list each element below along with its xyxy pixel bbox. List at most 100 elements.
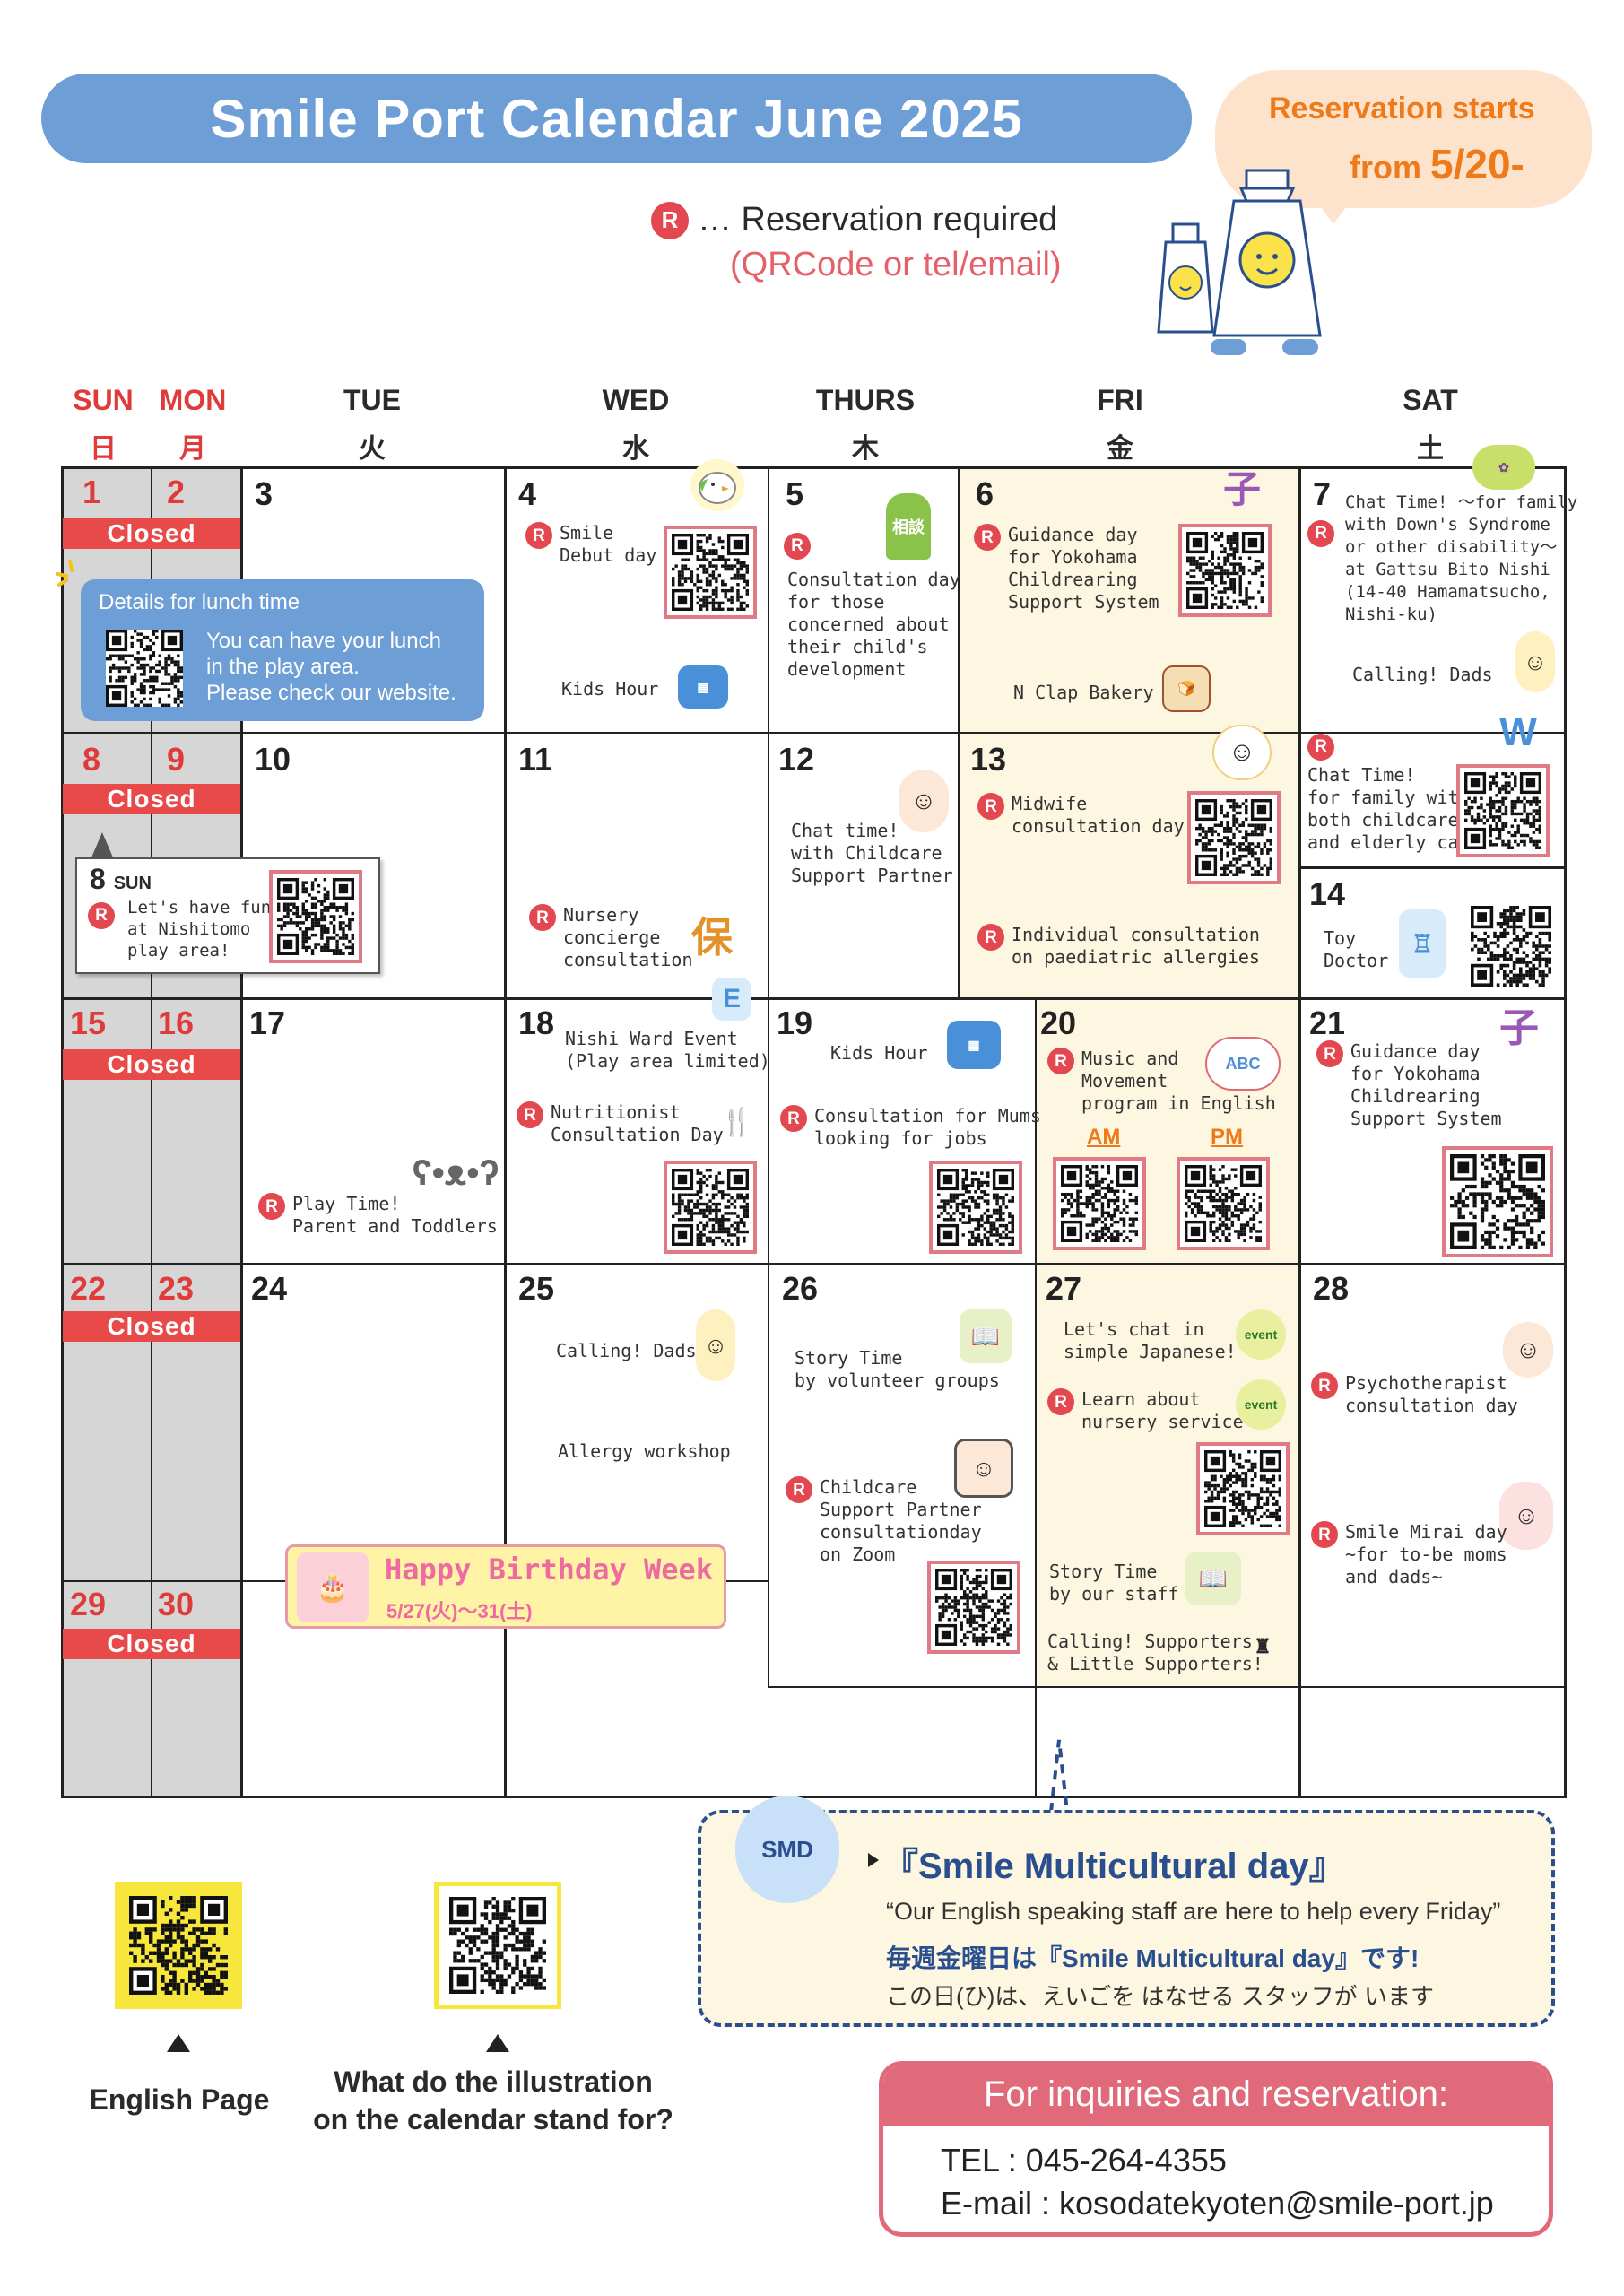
ko-support-icon: 子 <box>1499 1006 1539 1050</box>
grid-bottom <box>63 1796 1566 1798</box>
qr-27-nursery[interactable] <box>1196 1442 1290 1535</box>
date-6: 6 <box>976 475 994 512</box>
event-7-chat-childcare: Chat Time! for family with both childcar… <box>1307 764 1481 853</box>
inquiry-header: For inquiries and reservation: <box>883 2066 1549 2126</box>
birthday-title: Happy Birthday Week <box>385 1552 714 1587</box>
date-17: 17 <box>249 1004 286 1041</box>
date-19: 19 <box>777 1004 813 1041</box>
lunch-title: Details for lunch time <box>99 590 300 614</box>
grid-v-wed <box>768 466 769 1688</box>
reservation-start-line2: from 5/20- <box>1350 141 1524 187</box>
abc-bubble-icon: ABC <box>1205 1037 1281 1091</box>
date-29: 29 <box>70 1586 107 1622</box>
qr-code-icon <box>1450 1154 1545 1249</box>
reservation-mark-icon: R <box>974 524 1001 551</box>
date-7: 7 <box>1313 475 1332 512</box>
qr-code-icon <box>1471 906 1551 987</box>
grid-h-w2 <box>63 997 1566 1000</box>
smd-jp-line: この日(ひ)は、えいごを はなせる スタッフが います <box>886 1983 1434 2010</box>
sun8-date: 8 SUN <box>90 863 152 895</box>
dad-icon: ☺ <box>696 1309 735 1381</box>
sunday-8-box: 8 SUN R Let's have fun at Nishitomo play… <box>75 857 380 974</box>
event-27-japanese: Let's chat in simple Japanese! <box>1064 1318 1237 1362</box>
sparkle-icon <box>56 560 74 587</box>
date-27: 27 <box>1046 1270 1082 1307</box>
event-27-supporters: Calling! Supporters & Little Supporters! <box>1047 1631 1264 1674</box>
smd-title: 『Smile Multicultural day』 <box>882 1847 1345 1886</box>
qr-14-toy-doctor[interactable] <box>1471 906 1551 987</box>
reservation-mark-icon: R <box>1311 1372 1338 1399</box>
qr-code-icon <box>129 1896 228 1995</box>
qr-26-zoom[interactable] <box>927 1561 1020 1654</box>
inquiry-tel[interactable]: TEL : 045-264-4355 <box>941 2142 1227 2179</box>
grid-h-w3 <box>63 1263 1566 1265</box>
reservation-mark-icon: R <box>1307 520 1334 547</box>
english-page-label[interactable]: English Page <box>89 2083 270 2116</box>
reservation-mark-icon: R <box>1311 1521 1338 1548</box>
page-title: Smile Port Calendar June 2025 <box>41 74 1192 163</box>
smd-jp-bold: 毎週金曜日は『Smile Multicultural day』です! <box>886 1944 1420 1972</box>
qr-20-am[interactable] <box>1053 1157 1146 1250</box>
cake-icon: 🎂 <box>297 1552 369 1622</box>
qr-code-icon <box>449 1897 546 1994</box>
reservation-mark-icon: R <box>1047 1048 1074 1074</box>
grid-h-w4-end <box>768 1686 1566 1688</box>
qr-19-mums-jobs[interactable] <box>929 1161 1022 1254</box>
event-14-toy-doctor: Toy Doctor <box>1324 927 1389 971</box>
baby-icon: ☺ <box>1212 725 1272 780</box>
qr-english-page[interactable] <box>115 1882 242 2009</box>
lunch-qr[interactable] <box>106 630 183 707</box>
qr-code-icon <box>935 1569 1012 1646</box>
qr-13-midwife[interactable] <box>1187 791 1281 884</box>
qr-20-pm[interactable] <box>1177 1157 1270 1250</box>
reservation-mark-icon: R <box>651 201 689 239</box>
qr-code-icon <box>277 878 354 955</box>
qr-6-guidance[interactable] <box>1178 524 1272 617</box>
date-3: 3 <box>255 475 274 512</box>
closed-badge-w2: Closed <box>63 784 240 814</box>
date-23: 23 <box>158 1270 195 1307</box>
qr-18-nutritionist[interactable] <box>664 1161 757 1254</box>
qr-code-icon <box>106 630 183 707</box>
event-7-dads: Calling! Dads <box>1352 664 1493 685</box>
sun8-tail <box>91 832 113 857</box>
w-letter-icon: W <box>1499 710 1537 754</box>
event-18-nishi-ward: Nishi Ward Event (Play area limited) <box>565 1028 770 1072</box>
qr-21-guidance[interactable] <box>1442 1146 1553 1257</box>
zoom-partner-icon: ☺ <box>954 1439 1013 1498</box>
event-19-kids-hour: Kids Hour <box>830 1042 928 1064</box>
event-25-allergy: Allergy workshop <box>558 1440 731 1462</box>
illustration-guide-label[interactable]: What do the illustration on the calendar… <box>313 2066 673 2135</box>
event-5-development: Consultation day for those concerned abo… <box>787 569 960 680</box>
inquiry-email[interactable]: E-mail : kosodatekyoten@smile-port.jp <box>941 2185 1494 2222</box>
qr-8-nishitomo[interactable] <box>269 870 362 963</box>
partner-woman-icon: ☺ <box>899 770 949 832</box>
date-4: 4 <box>518 475 537 512</box>
triangle-right-icon <box>868 1853 879 1867</box>
event-7-chat-down: Chat Time! ～for family with Down's Syndr… <box>1345 492 1578 624</box>
arrow-up-icon <box>167 2034 190 2052</box>
grid-top <box>63 466 1566 469</box>
legend-reservation: R … Reservation required <box>651 201 1057 239</box>
qr-illustration-guide[interactable] <box>434 1882 561 2009</box>
grid-left <box>61 466 64 1798</box>
event-5-rmark: R <box>784 533 811 560</box>
qr-4-smile-debut[interactable] <box>664 526 757 619</box>
sun8-rmark: R <box>88 902 115 929</box>
lunch-info-box: Details for lunch time You can have your… <box>81 579 484 721</box>
reservation-mark-icon: R <box>517 1101 543 1128</box>
qr-7-chat[interactable] <box>1456 764 1550 857</box>
event-7-rmark: R <box>1307 520 1334 547</box>
date-5: 5 <box>786 475 804 512</box>
